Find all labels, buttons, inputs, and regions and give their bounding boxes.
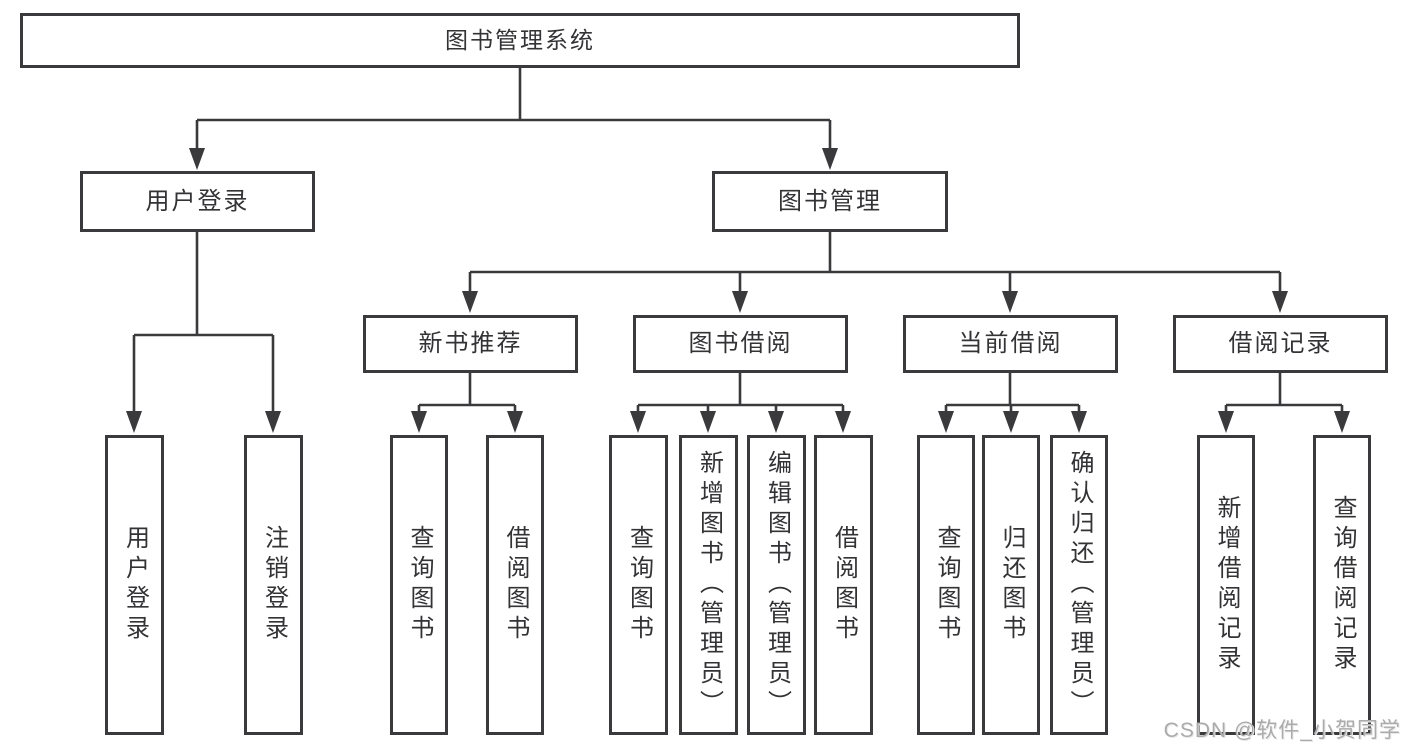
node-label: 借阅图书 — [830, 525, 858, 645]
node-label: 确认归还（管理员） — [1066, 450, 1093, 720]
leaf-query-book-3: 查询图书 — [917, 435, 975, 735]
node-book-borrow: 图书借阅 — [633, 315, 848, 373]
node-label: 查询借阅记录 — [1329, 495, 1356, 675]
node-label: 编辑图书（管理员） — [763, 450, 791, 720]
node-current-borrow: 当前借阅 — [903, 315, 1118, 373]
node-new-book-recommend: 新书推荐 — [363, 315, 578, 373]
node-label: 当前借阅 — [958, 330, 1063, 357]
node-label: 用户登录 — [121, 525, 149, 645]
leaf-return-book: 归还图书 — [982, 435, 1040, 735]
node-label: 查询图书 — [625, 525, 653, 645]
node-root-system: 图书管理系统 — [20, 13, 1020, 68]
leaf-borrow-book-1: 借阅图书 — [486, 435, 544, 735]
leaf-add-borrow-record: 新增借阅记录 — [1197, 435, 1255, 735]
leaf-query-book-2: 查询图书 — [609, 435, 668, 735]
leaf-query-borrow-record: 查询借阅记录 — [1313, 435, 1371, 735]
node-label: 查询图书 — [933, 525, 960, 645]
node-user-login: 用户登录 — [80, 171, 315, 232]
leaf-borrow-book-2: 借阅图书 — [814, 435, 873, 735]
leaf-confirm-return: 确认归还（管理员） — [1050, 435, 1108, 735]
node-label: 归还图书 — [998, 525, 1025, 645]
leaf-edit-book: 编辑图书（管理员） — [747, 435, 806, 735]
leaf-query-book-1: 查询图书 — [390, 435, 448, 735]
node-borrow-record: 借阅记录 — [1173, 315, 1388, 373]
leaf-user-login: 用户登录 — [105, 435, 164, 735]
node-label: 新增图书（管理员） — [695, 450, 723, 720]
csdn-watermark: CSDN @软件_小贺同学 — [1163, 719, 1401, 742]
node-label: 图书管理 — [778, 187, 882, 215]
node-label: 新增借阅记录 — [1213, 495, 1240, 675]
node-label: 借阅图书 — [502, 525, 529, 645]
node-label: 注销登录 — [260, 525, 288, 645]
node-label: 新书推荐 — [418, 330, 523, 357]
node-book-management: 图书管理 — [712, 171, 948, 232]
leaf-logout: 注销登录 — [244, 435, 303, 735]
node-label: 查询图书 — [406, 525, 433, 645]
node-label: 用户登录 — [145, 187, 250, 215]
node-label: 借阅记录 — [1228, 330, 1333, 357]
leaf-add-book: 新增图书（管理员） — [679, 435, 738, 735]
node-label: 图书管理系统 — [445, 27, 595, 53]
node-label: 图书借阅 — [688, 330, 793, 357]
